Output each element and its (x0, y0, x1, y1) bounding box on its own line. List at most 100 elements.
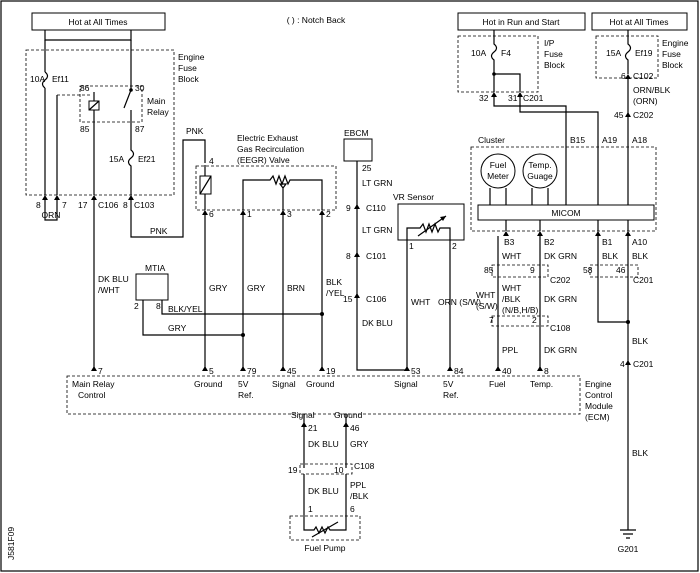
right-fuse-title-3: Block (662, 60, 684, 70)
efb-title-2: Fuse (178, 63, 197, 73)
vr-sensor-box (397, 203, 465, 241)
ef19-fuse-symbol (624, 30, 632, 74)
pin-58: 58 (583, 265, 593, 275)
arrow-c101 (354, 252, 360, 257)
ecm-5v2-label: 5V (443, 379, 454, 389)
relay-pin-30: 30 (135, 83, 145, 93)
ebcm-ltgrn-2: LT GRN (362, 225, 392, 235)
conn-c101: C101 (366, 251, 387, 261)
ebcm-pin-15: 15 (343, 294, 353, 304)
temp-gauge-label-1: Temp. (528, 160, 551, 170)
orn-loop (44, 200, 58, 221)
cluster-b15: B15 (570, 135, 585, 145)
vr-wht-label: WHT (411, 297, 430, 307)
ebcm-pin-8: 8 (346, 251, 351, 261)
fp-gry: GRY (350, 439, 369, 449)
blk-label-3: BLK (632, 336, 648, 346)
ecm-5v-label: 5V (238, 379, 249, 389)
ebcm-wire (356, 161, 407, 371)
vr-sensor-arrow-head (440, 216, 446, 221)
arrow-c103-8 (128, 195, 134, 200)
mtia-blkyel-label: BLK/YEL (168, 304, 203, 314)
mtia-label: MTIA (145, 263, 166, 273)
fp-dkblu-2: DK BLU (308, 486, 339, 496)
ebcm-pin-9: 9 (346, 203, 351, 213)
micom-label: MICOM (551, 208, 580, 218)
arrow-c106 (354, 293, 360, 298)
vr-sensor-coil (406, 222, 451, 240)
fuel-pump-label: Fuel Pump (304, 543, 345, 553)
f4-label: F4 (501, 48, 511, 58)
ecm-ground-label: Ground (194, 379, 223, 389)
vr-sensor-arrow (417, 215, 447, 237)
conn-c106: C106 (98, 200, 119, 210)
conn-c201-b: C201 (633, 359, 654, 369)
ecm-pin-79: 79 (247, 366, 257, 376)
ip-fuse-block (457, 35, 539, 93)
vr-sensor-label: VR Sensor (393, 192, 434, 202)
efb-title-3: Block (178, 74, 200, 84)
temp-gauge-label-2: Guage (527, 171, 553, 181)
wht-sw-label-1: WHT (476, 290, 495, 300)
ip-31-wire (519, 97, 599, 140)
eegr-wiper (278, 183, 288, 210)
right-fuse-title-1: Engine (662, 38, 689, 48)
ecm-ref2-label: Ref. (443, 390, 459, 400)
conn-c106-ebcm: C106 (366, 294, 387, 304)
mtia-blkyel-wire (161, 300, 322, 315)
pin-8-c103: 8 (123, 200, 128, 210)
vr-pin-1: 1 (409, 241, 414, 251)
gauge-leads (489, 188, 549, 205)
hot-run-start-box (457, 12, 586, 31)
wht-label: WHT (502, 251, 521, 261)
ecm-fuel-label: Fuel (489, 379, 506, 389)
arrow-c106-8 (42, 195, 48, 200)
ecm-pin-45: 45 (287, 366, 297, 376)
temp-gauge (522, 153, 558, 189)
ecm-title-2: Control (585, 390, 613, 400)
arrow-ip-31 (517, 92, 523, 97)
relay-contact-dot (129, 88, 133, 92)
arrow-eegr-3 (280, 210, 286, 215)
arrow-b1 (595, 231, 601, 236)
ef21-amp: 15A (109, 154, 124, 164)
fp-pin-1: 1 (308, 504, 313, 514)
ecm-signal-label: Signal (272, 379, 296, 389)
eegr-title-1: Electric Exhaust (237, 133, 299, 143)
rf-conn-c102: C102 (633, 71, 654, 81)
ef11-fuse-symbol (41, 71, 49, 89)
relay-switch (123, 40, 132, 122)
ecm-title-3: Module (585, 401, 613, 411)
splice-blk (626, 320, 630, 324)
arrow-eegr-1 (240, 210, 246, 215)
pin-9: 9 (530, 265, 535, 275)
ef11-amp: 10A (30, 74, 45, 84)
ecm-signal-bottom: Signal (291, 410, 315, 420)
cluster-a10: A10 (632, 237, 647, 247)
ecm-pin-46: 46 (350, 423, 360, 433)
fp-pplblk-2: /BLK (350, 491, 369, 501)
f4-branch (494, 73, 521, 86)
c108-box (491, 315, 549, 327)
main-relay-label-1: Main (147, 96, 166, 106)
ecm-pin-5: 5 (209, 366, 214, 376)
c201-box (589, 264, 639, 278)
conn-c103: C103 (134, 200, 155, 210)
pin-2-c108: 2 (532, 315, 537, 325)
eegr-pin-3: 3 (287, 209, 292, 219)
ground-symbol-icon (620, 529, 636, 539)
brn-label: BRN (287, 283, 305, 293)
mtia-gry-label: GRY (168, 323, 187, 333)
c108-fp-box (299, 463, 353, 475)
ecm-box (66, 375, 581, 415)
ecm-pin-84: 84 (454, 366, 464, 376)
ecm-pin-40: 40 (502, 366, 512, 376)
ecm-ground2-label: Ground (306, 379, 335, 389)
pin-46: 46 (616, 265, 626, 275)
ecm-ground-bottom: Ground (334, 410, 363, 420)
cluster-a18: A18 (632, 135, 647, 145)
cluster-b3: B3 (504, 237, 515, 247)
eegr-coil-diag (199, 175, 212, 195)
